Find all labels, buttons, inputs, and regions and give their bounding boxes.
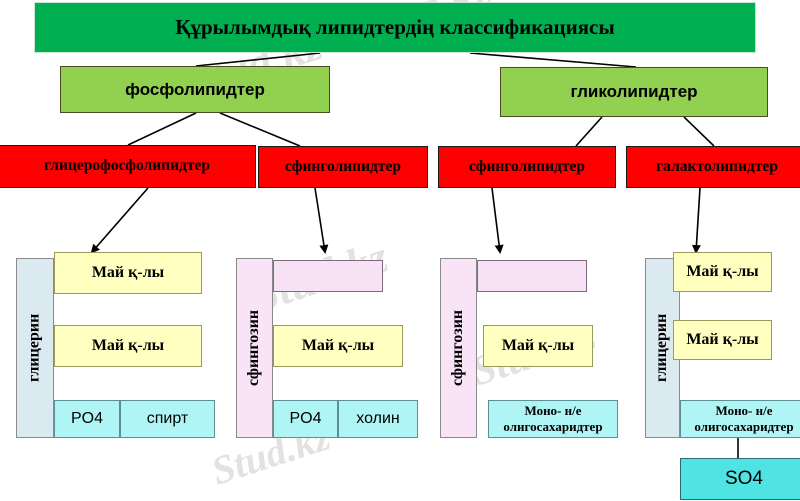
fatty-acid-box: Май қ-лы bbox=[54, 325, 202, 367]
fatty-acid-box: Май қ-лы bbox=[54, 252, 202, 294]
node-glycerophospholipids[interactable]: глицерофосфолипидтер bbox=[0, 145, 256, 188]
fatty-acid-box: Май қ-лы bbox=[673, 320, 772, 360]
node-sphingolipids-phospho[interactable]: сфинголипидтер bbox=[258, 146, 428, 188]
node-glycolipids[interactable]: гликолипидтер bbox=[500, 67, 768, 117]
fatty-acid-box: Май қ-лы bbox=[483, 325, 593, 367]
page-title: Құрылымдық липидтердің классификациясы bbox=[34, 2, 756, 53]
head-group-choline: холин bbox=[338, 400, 418, 438]
fatty-acid-box: Май қ-лы bbox=[273, 325, 403, 367]
node-so4: SO4 bbox=[680, 458, 800, 500]
head-group-oligosaccharide: Моно- н/е олигосахаридтер bbox=[680, 400, 800, 438]
node-phospholipids[interactable]: фосфолипидтер bbox=[60, 66, 330, 113]
head-group-alcohol: спирт bbox=[120, 400, 215, 438]
backbone-sphingosine-2: сфингозин bbox=[440, 258, 477, 438]
backbone-glycerin-1: глицерин bbox=[16, 258, 54, 438]
head-group-po4: PO4 bbox=[54, 400, 120, 438]
node-galactolipids[interactable]: галактолипидтер bbox=[626, 146, 800, 188]
head-group-po4: PO4 bbox=[273, 400, 338, 438]
fatty-acid-box: Май қ-лы bbox=[673, 252, 772, 292]
sphingosine-tail-block bbox=[273, 260, 383, 292]
backbone-sphingosine-1: сфингозин bbox=[236, 258, 273, 438]
sphingosine-tail-block bbox=[477, 260, 587, 292]
node-sphingolipids-glyco[interactable]: сфинголипидтер bbox=[438, 146, 616, 188]
head-group-oligosaccharide: Моно- н/е олигосахаридтер bbox=[488, 400, 618, 438]
